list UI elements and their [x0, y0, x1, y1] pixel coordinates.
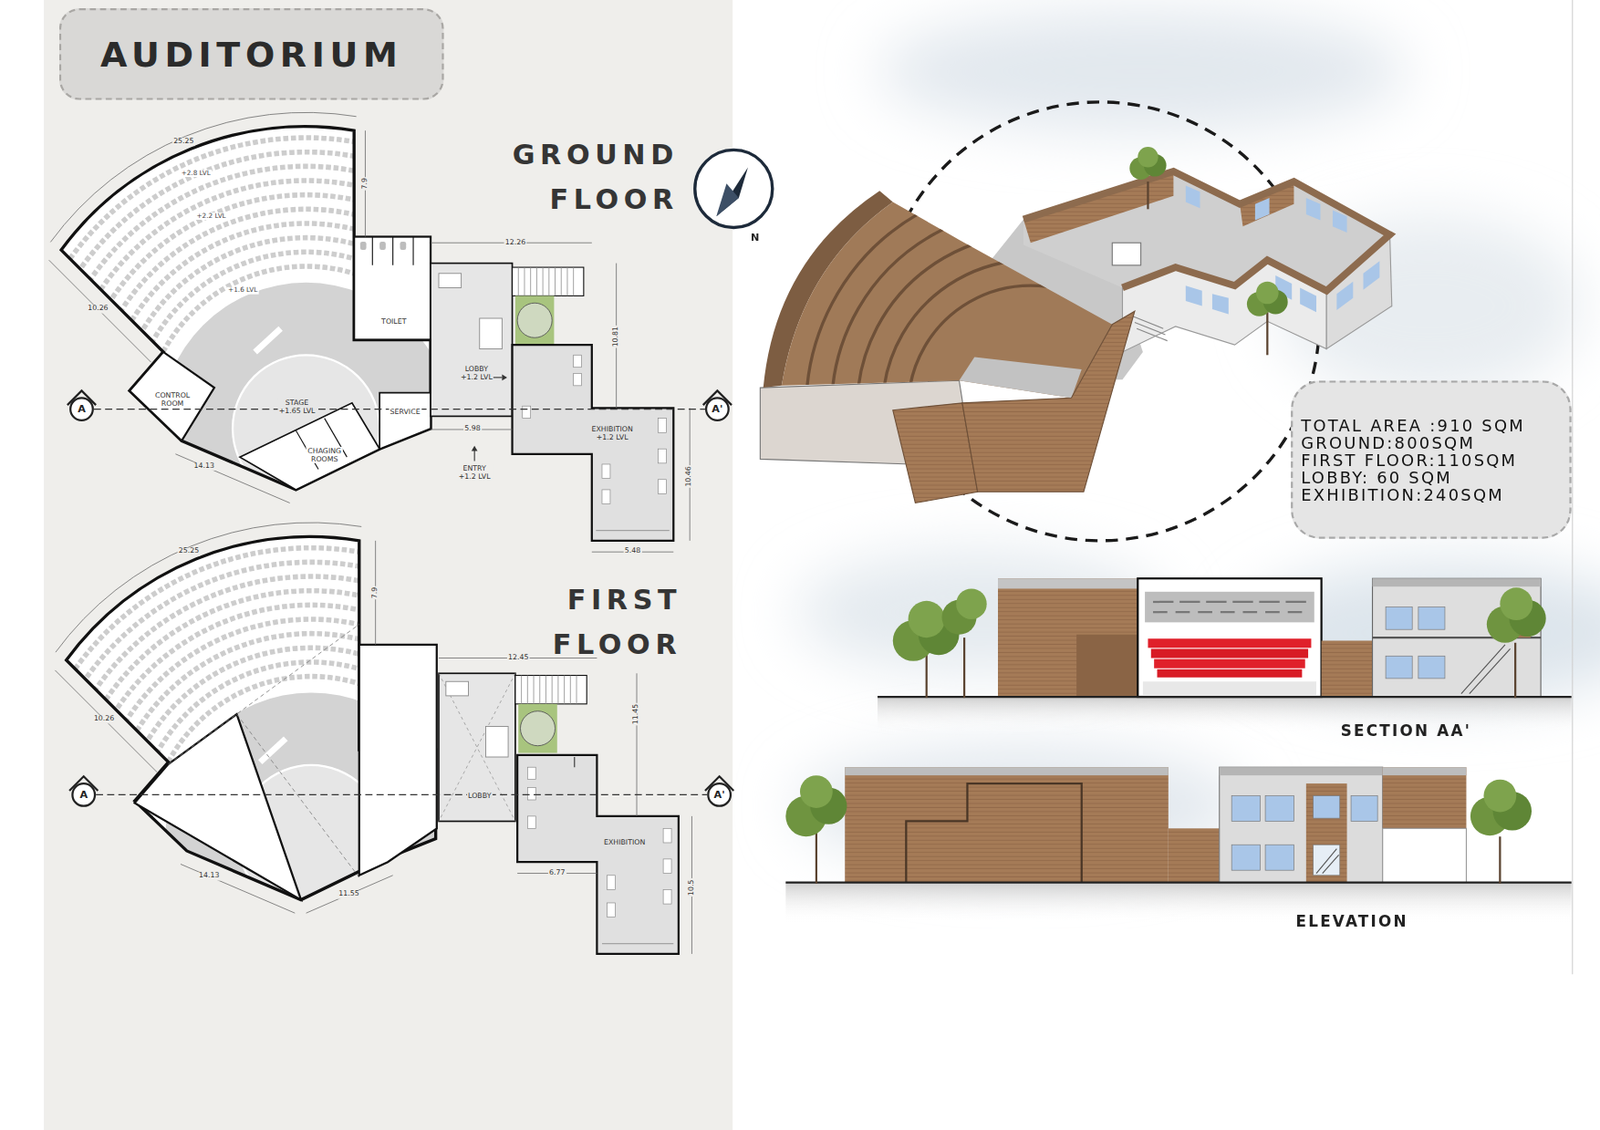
dimension: 25.25 — [177, 548, 201, 557]
dimension: 12.45 — [507, 654, 530, 663]
area-summary-box: TOTAL AREA :910 SQMGROUND:800SQMFIRST FL… — [1290, 380, 1572, 539]
area-line: FIRST FLOOR:110SQM — [1300, 452, 1559, 470]
dimension: 5.48 — [623, 548, 643, 557]
dimension: 25.25 — [172, 137, 196, 146]
floor-heading: FIRST FLOOR — [436, 577, 682, 667]
room-name: CHAGING ROOMS — [307, 446, 343, 464]
dimension: 10.81 — [612, 325, 621, 349]
room-label: TOILET — [380, 317, 408, 326]
dimension: 10.26 — [86, 305, 110, 314]
room-label: EXHIBITION+1.2 LVL — [590, 425, 634, 442]
title-text: AUDITORIUM — [100, 33, 403, 75]
level-tag: +2.2 LVL — [195, 212, 227, 220]
room-name: TOILET — [381, 317, 406, 326]
north-label: N — [750, 232, 759, 243]
title-box: AUDITORIUM — [59, 8, 445, 101]
section-marker: A — [79, 789, 88, 800]
dimension: 5.98 — [463, 425, 482, 435]
dimension: 10.46 — [685, 465, 695, 489]
room-name: CONTROL ROOM — [154, 391, 191, 408]
room-name: LOBBY — [460, 364, 493, 374]
dimension: 12.26 — [504, 238, 528, 248]
section-marker: A — [77, 404, 86, 415]
area-line: EXHIBITION:240SQM — [1300, 487, 1559, 505]
dimension: 11.45 — [633, 703, 642, 727]
room-label: LOBBY — [467, 791, 493, 800]
level-tag: +1.6 LVL — [227, 287, 259, 295]
room-name: EXHIBITION — [603, 838, 645, 847]
room-name: LOBBY — [467, 791, 491, 800]
dimension: 7.9 — [361, 176, 370, 191]
room-name: +1.2 LVL — [592, 433, 634, 442]
room-name: +1.65 LVL — [279, 406, 316, 416]
room-label: CONTROL ROOM — [153, 391, 193, 408]
drawing-caption: SECTION AA' — [1340, 721, 1472, 740]
room-name: +1.2 LVL — [460, 373, 493, 382]
floor-heading: GROUND FLOOR — [433, 132, 678, 222]
dimension: 7.9 — [371, 586, 380, 601]
dimension: 10.26 — [93, 715, 116, 724]
area-line: GROUND:800SQM — [1300, 435, 1559, 453]
dimension: 10.5 — [687, 878, 697, 897]
drawing-caption: ELEVATION — [1296, 912, 1409, 931]
room-name: EXHIBITION — [592, 425, 634, 434]
entry-label: ENTRY +1.2 LVL — [456, 464, 493, 481]
room-name: STAGE — [279, 398, 316, 407]
room-label: EXHIBITION — [602, 838, 647, 847]
room-label: LOBBY+1.2 LVL — [459, 364, 494, 382]
area-line: LOBBY: 60 SQM — [1300, 469, 1559, 488]
dimension: 14.13 — [197, 872, 221, 882]
section-marker: A' — [711, 404, 723, 415]
room-name: SERVICE — [390, 407, 421, 416]
dimension: 14.13 — [192, 462, 216, 471]
room-label: SERVICE — [388, 407, 421, 416]
room-label: CHAGING ROOMS — [306, 446, 343, 464]
dimension: 11.55 — [337, 891, 361, 900]
room-label: STAGE+1.65 LVL — [278, 398, 317, 416]
dimension: 6.77 — [548, 869, 567, 878]
area-line: TOTAL AREA :910 SQM — [1300, 417, 1559, 436]
section-marker: A' — [714, 789, 726, 800]
level-tag: +2.8 LVL — [180, 169, 212, 177]
